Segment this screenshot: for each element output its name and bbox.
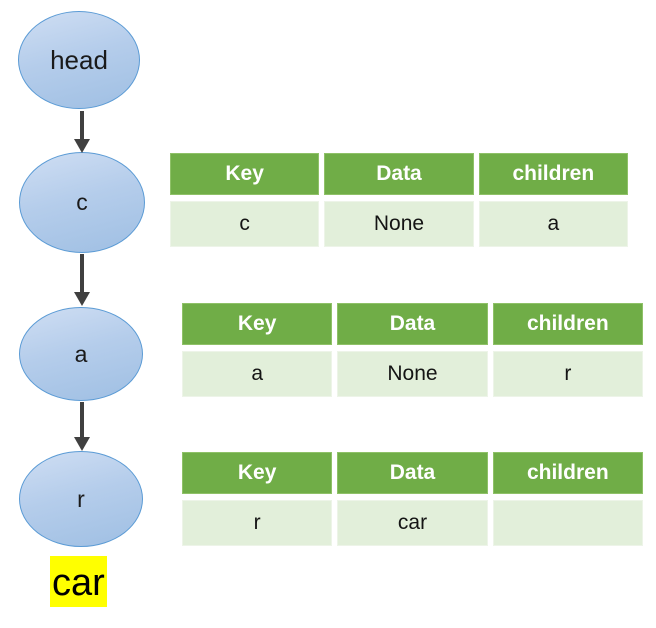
node-table-a: Key Data children a None r [182, 303, 643, 397]
result-word: car [52, 562, 105, 604]
node-c: c [19, 152, 145, 253]
table-header-cell: Data [337, 303, 488, 345]
table-header-cell: Data [337, 452, 488, 494]
node-label: c [76, 189, 88, 215]
table-cell: None [337, 351, 488, 397]
table-cell: r [492, 351, 643, 397]
arrow-shaft [80, 254, 84, 293]
node-table-c: Key Data children c None a [170, 153, 628, 247]
arrow-shaft [80, 111, 84, 140]
arrow-down-icon [74, 292, 90, 306]
node-label: head [50, 44, 108, 75]
arrow-down-icon [74, 139, 90, 153]
node-a: a [19, 307, 143, 401]
node-r: r [19, 451, 143, 547]
table-header-cell: children [478, 153, 628, 195]
table-cell: car [337, 500, 488, 546]
table-header-cell: children [492, 452, 643, 494]
table-header-cell: children [492, 303, 643, 345]
node-head: head [18, 11, 140, 109]
table-cell [492, 500, 643, 546]
table-header-cell: Key [170, 153, 320, 195]
table-header-cell: Data [324, 153, 474, 195]
table-cell: r [182, 500, 333, 546]
table-header-cell: Key [182, 303, 333, 345]
arrow-shaft [80, 402, 84, 438]
table-cell: a [182, 351, 333, 397]
table-cell: c [170, 201, 320, 247]
node-table-r: Key Data children r car [182, 452, 643, 546]
table-header-cell: Key [182, 452, 333, 494]
result-word-highlight: car [50, 556, 107, 607]
node-label: a [74, 340, 88, 367]
arrow-down-icon [74, 437, 90, 451]
node-label: r [77, 485, 85, 512]
table-cell: None [324, 201, 474, 247]
table-cell: a [478, 201, 628, 247]
